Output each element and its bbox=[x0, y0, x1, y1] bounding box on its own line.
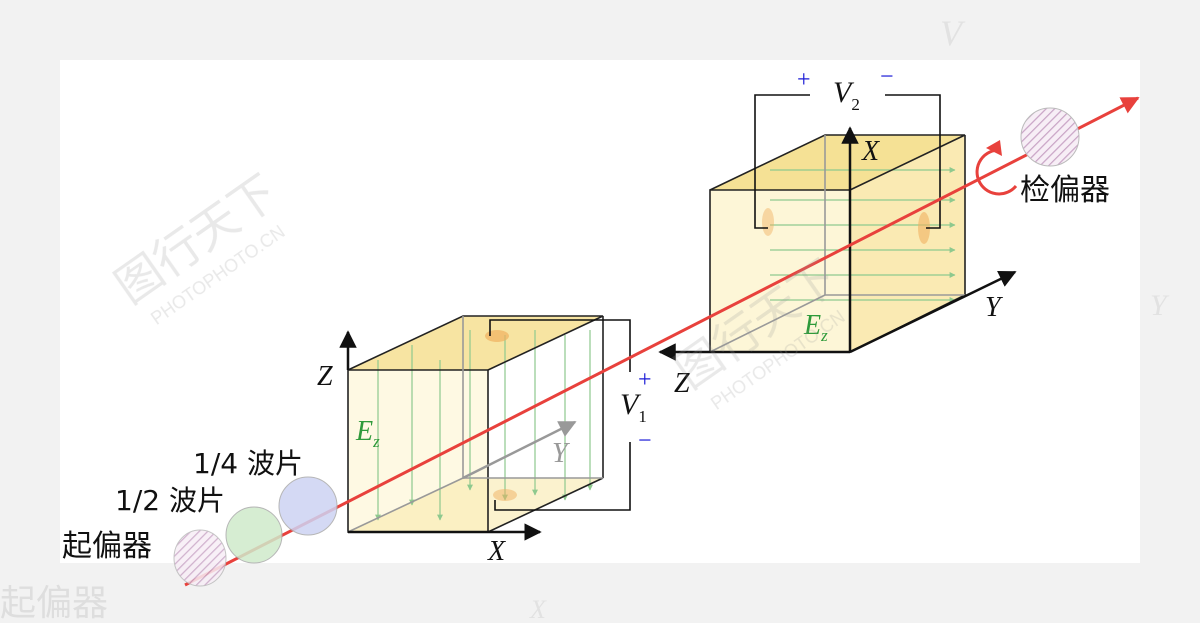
ghost-x-label: X bbox=[529, 595, 547, 623]
crystal-2-front-face bbox=[710, 190, 850, 352]
polarizer-label: 起偏器 bbox=[62, 529, 152, 564]
v1-minus-sign: − bbox=[638, 428, 652, 454]
polarizer: 起偏器 bbox=[62, 529, 227, 587]
half-wave-plate-label: 1/2 波片 bbox=[115, 484, 225, 517]
crystal-2-left-electrode bbox=[762, 208, 774, 236]
half-wave-plate-disc bbox=[225, 506, 283, 564]
crystal-1-bottom-electrode bbox=[493, 489, 517, 501]
v2-minus-sign: − bbox=[880, 64, 894, 90]
quarter-wave-plate: 1/4 波片 bbox=[193, 447, 338, 536]
crystal-1-y-axis bbox=[462, 420, 577, 480]
ghost-polarizer-label: 起偏器 bbox=[0, 583, 108, 623]
crystal-2-ez-label: Ez bbox=[803, 310, 828, 345]
crystal-2-field-lines bbox=[770, 167, 956, 303]
rotation-arrow-icon bbox=[975, 148, 1018, 196]
crystal-1-z-label: Z bbox=[317, 361, 333, 392]
crystal-1-y-label: Y bbox=[552, 438, 571, 469]
v2-plus-sign: + bbox=[797, 67, 811, 93]
analyzer-disc bbox=[1020, 107, 1080, 167]
v1-label: V1 bbox=[620, 388, 647, 426]
polarizer-disc bbox=[173, 529, 227, 587]
crystal-2-wire-left bbox=[754, 94, 810, 229]
v1-plus-sign: + bbox=[638, 367, 652, 393]
quarter-wave-plate-label: 1/4 波片 bbox=[193, 447, 303, 480]
crystal-2: X Z Y Ez + − V2 bbox=[658, 64, 1017, 399]
crystal-2-y-label: Y bbox=[985, 292, 1004, 323]
crystal-2-z-label: Z bbox=[674, 368, 690, 399]
crystal-1-front-face bbox=[348, 370, 488, 532]
crystal-1-wire-top bbox=[489, 319, 631, 372]
crystal-2-top-face bbox=[710, 135, 965, 190]
half-wave-plate: 1/2 波片 bbox=[115, 484, 283, 564]
crystal-1-ez-label: Ez bbox=[355, 416, 380, 451]
background-ghost: 起偏器 V Y X bbox=[0, 13, 1170, 623]
crystal-1: Z X Y Ez + − V1 bbox=[317, 315, 652, 567]
crystal-2-x-label: X bbox=[861, 136, 880, 167]
crystal-2-side-face bbox=[850, 135, 965, 352]
crystal-2-right-electrode bbox=[918, 212, 930, 244]
ghost-y-label: Y bbox=[1150, 289, 1170, 322]
crystal-2-wire-right bbox=[885, 94, 941, 229]
rotation-arrow-head-icon bbox=[986, 140, 1002, 156]
v2-label: V2 bbox=[833, 76, 860, 114]
ghost-v2-label: V bbox=[940, 13, 966, 53]
analyzer: 检偏器 bbox=[975, 107, 1110, 208]
quarter-wave-plate-disc bbox=[278, 476, 338, 536]
analyzer-label: 检偏器 bbox=[1020, 173, 1110, 208]
crystal-1-top-electrode bbox=[485, 330, 509, 342]
crystal-1-wire-bottom bbox=[494, 442, 631, 511]
crystal-1-x-label: X bbox=[487, 536, 506, 567]
crystal-2-y-axis bbox=[849, 270, 1017, 354]
crystal-1-bottom-face bbox=[348, 478, 603, 532]
